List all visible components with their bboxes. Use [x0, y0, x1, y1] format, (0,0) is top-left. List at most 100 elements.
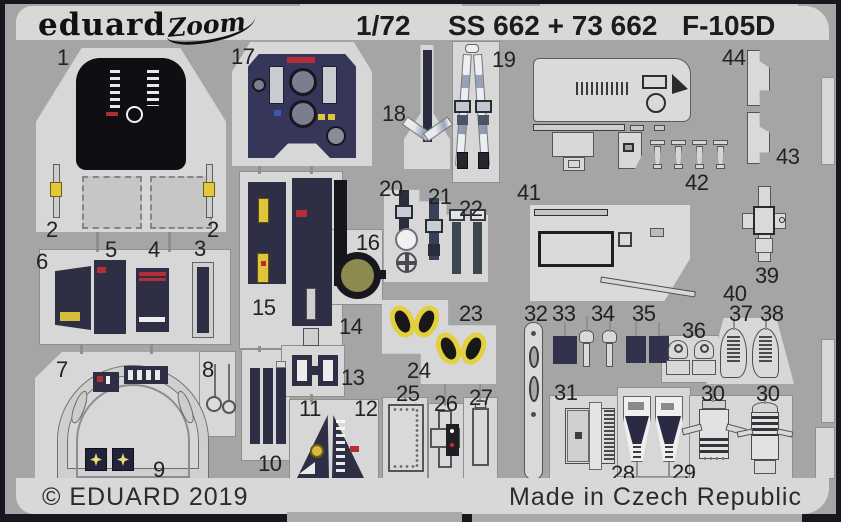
part-number-17: 17 [231, 44, 255, 69]
part-32-slot-top [529, 346, 539, 368]
part-1-clock-dial [126, 106, 143, 123]
part-36-figure-left-eye [674, 344, 683, 353]
part-number-27: 27 [469, 385, 493, 410]
part-20-wheel-spoke-h [397, 261, 416, 265]
part-17-adi-dial [289, 68, 317, 96]
part-number-3: 3 [194, 236, 206, 261]
part-17-dial-small [326, 126, 346, 146]
part-25-holes-col [414, 408, 420, 468]
made-in-text: Made in Czech Republic [509, 483, 802, 511]
part-1-backing-left [82, 176, 142, 229]
part-22-strap-right [473, 222, 482, 274]
part-number-33: 33 [552, 301, 576, 326]
part-number-9: 9 [153, 457, 165, 482]
part-22-buckle-right [470, 209, 486, 221]
part-1-red-marking [106, 112, 118, 116]
part-35-placard-right [649, 336, 669, 363]
part-2-lever-left-grip [50, 182, 62, 197]
part-18-strap [423, 50, 432, 142]
part-17-dial-left-small [252, 78, 266, 92]
part-number-36: 36 [682, 318, 706, 343]
part-30-left-feet [702, 456, 726, 462]
part-number-12: 12 [354, 396, 378, 421]
part-28-left-bracket [628, 402, 644, 410]
part-32-dot-bottom [531, 412, 536, 417]
part-number-34: 34 [591, 301, 615, 326]
fret-footer-band: © EDUARD 2019 Made in Czech Republic [16, 478, 829, 514]
part-33-placard [553, 336, 577, 364]
part-16-knob [379, 270, 386, 279]
part-number-2: 2 [207, 217, 219, 242]
part-number-42: 42 [685, 170, 709, 195]
fret-stem [444, 384, 446, 406]
eduard-logo: eduard [38, 7, 167, 43]
part-42-pin-2-stem [675, 146, 682, 166]
part-28-right-ladder [665, 446, 673, 460]
fret-stem [96, 232, 99, 252]
part-25-holes-bottom [392, 464, 416, 469]
part-number-4: 4 [148, 237, 160, 262]
part-31-center-strip [589, 402, 602, 470]
part-13-frame-left [292, 355, 312, 386]
part-44-bracket [747, 50, 770, 106]
fret-rail-right-top [822, 78, 834, 164]
part-number-24: 24 [407, 358, 431, 383]
part-number-38: 38 [760, 301, 784, 326]
part-17-red-strip [287, 57, 315, 63]
part-36-figure-left-base [666, 360, 690, 375]
part-19-loop [465, 44, 479, 53]
part-26-dark-panel [446, 424, 459, 456]
fret-stem [564, 322, 566, 336]
part-louver-box-tab-hole [568, 160, 580, 168]
part-8-mirror-right [222, 400, 236, 414]
part-42-pin-4-stem [717, 146, 724, 166]
part-14-red-marking [296, 210, 307, 217]
part-30-right-ribs [752, 416, 778, 436]
fret-stem [586, 316, 588, 332]
part-43-bracket [747, 112, 770, 164]
part-16-scope-screen [341, 259, 374, 292]
scan-border-top [0, 0, 841, 4]
part-14-slot [306, 288, 316, 320]
scan-border-right [836, 0, 841, 522]
part-number-39: 39 [755, 263, 779, 288]
fret-stem [668, 462, 670, 476]
part-42-pin-1-bar [650, 140, 665, 145]
part-20-buckle [395, 205, 413, 219]
part-17-tape-right [322, 66, 337, 104]
part-30-right-base [754, 460, 776, 474]
part-30-left-ribs [700, 438, 728, 456]
part-41-top-rail [534, 209, 608, 216]
fret-bottom-tab-right [472, 514, 802, 522]
part-20-ring [395, 228, 418, 251]
part-number-40: 40 [723, 281, 747, 306]
fret-stem [310, 166, 313, 174]
part-7-panel-left-white [106, 376, 110, 384]
fret-stem [80, 344, 83, 354]
part-36-figure-right-eye [700, 344, 709, 353]
part-38-slots [759, 336, 772, 362]
fret-stem [658, 322, 660, 336]
scale-text: 1/72 [356, 10, 411, 41]
part-number-2: 2 [46, 217, 58, 242]
fret-stem [636, 462, 638, 476]
part-number-20: 20 [379, 176, 403, 201]
part-spine-circle-detail [646, 93, 666, 113]
fret-stem [258, 166, 261, 174]
part-35-placard-left [626, 336, 646, 363]
part-42-pin-4-bar [713, 140, 728, 145]
part-10-strap-1 [250, 368, 260, 444]
part-13-frame-right [318, 355, 338, 386]
part-4-white-strip [139, 317, 165, 322]
part-7-panel-buttons-row [128, 370, 164, 380]
part-number-43: 43 [776, 144, 800, 169]
part-number-32: 32 [524, 301, 548, 326]
product-codes: SS 662 + 73 662 [448, 10, 658, 41]
part-42-pin-1-foot [653, 164, 662, 169]
part-number-44: 44 [722, 45, 746, 70]
part-number-21: 21 [428, 184, 452, 209]
part-number-19: 19 [492, 47, 516, 72]
part-30-left-cap [702, 400, 726, 409]
